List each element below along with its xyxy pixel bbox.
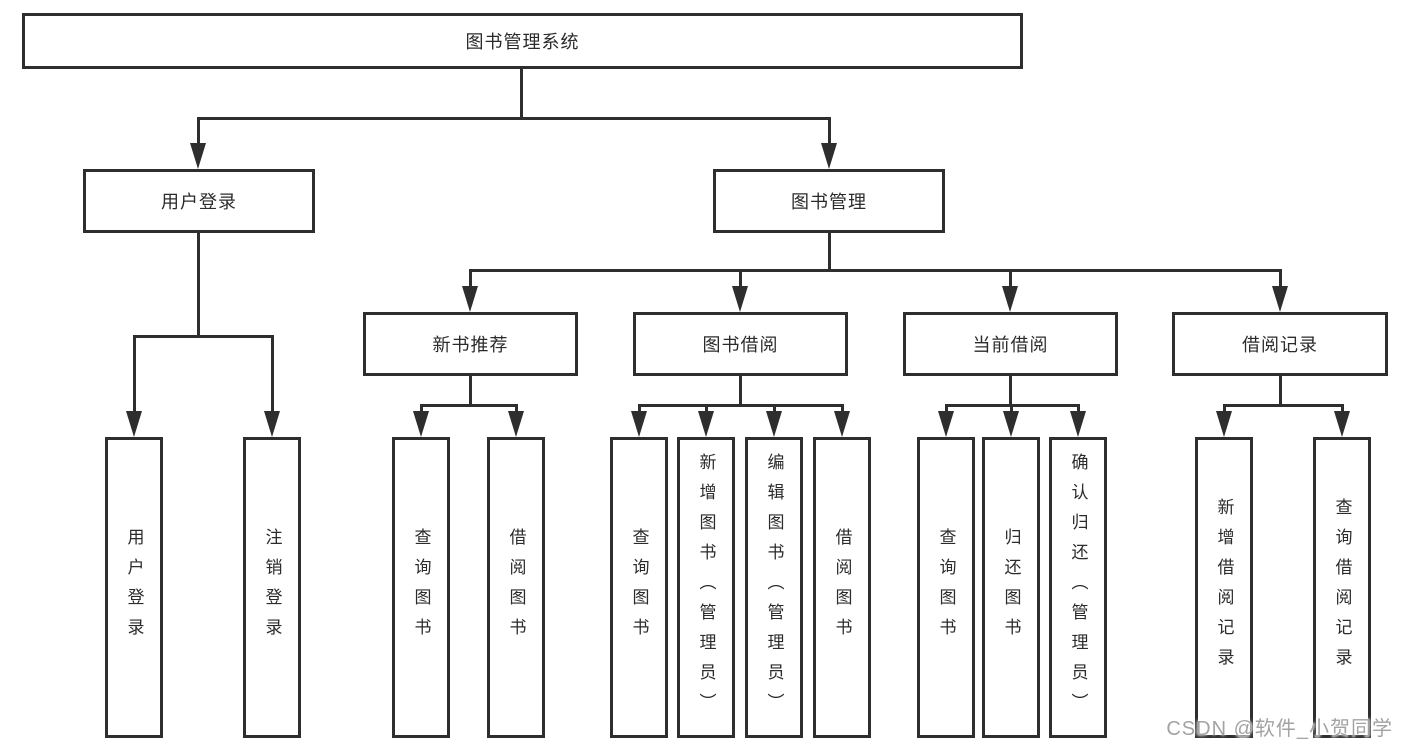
arrow-head-down [126,411,142,437]
leaf-label: 借阅图书 [832,527,852,648]
connector-bus [468,268,1282,272]
connector-stem [827,231,831,272]
arrow-head-down [190,143,206,169]
leaf-add-borrow-record: 新增借阅记录 [1195,437,1253,738]
arrow-head-down [821,143,837,169]
arrow-head-down [1003,411,1019,437]
leaf-label: 注销登录 [262,527,282,648]
leaf-label: 编辑图书（管理员） [764,452,784,723]
connector-drop [468,270,472,294]
node-book-management: 图书管理 [713,169,945,233]
connector-drop [132,336,136,419]
leaf-borrow-query-books: 查询图书 [610,437,668,738]
watermark: CSDN @软件_小贺同学 [1166,718,1393,740]
arrow-head-down [413,411,429,437]
arrow-head-down [508,411,524,437]
connector-bus [132,334,274,338]
arrow-head-down [1216,411,1232,437]
connector-bus [637,403,844,407]
arrow-head-down [1272,286,1288,312]
connector-drop [1278,270,1282,294]
node-label: 借阅记录 [1242,335,1318,355]
node-book-borrowing: 图书借阅 [633,312,848,376]
node-current-borrowing: 当前借阅 [903,312,1118,376]
leaf-logout: 注销登录 [243,437,301,738]
leaf-recommend-borrow-books: 借阅图书 [487,437,545,738]
node-borrowing-records: 借阅记录 [1172,312,1388,376]
connector-stem [519,66,523,120]
arrow-head-down [698,411,714,437]
connector-drop [827,118,831,151]
node-label: 图书管理 [791,192,867,212]
leaf-add-books-admin: 新增图书（管理员） [677,437,735,738]
arrow-head-down [1070,411,1086,437]
connector-bus [419,403,518,407]
node-label: 图书借阅 [702,335,779,355]
leaf-label: 查询图书 [629,527,649,648]
leaf-user-login: 用户登录 [105,437,163,738]
connector-stem [1278,374,1282,407]
leaf-label: 查询图书 [936,527,956,648]
connector-bus [1222,403,1344,407]
connector-drop [1008,270,1012,294]
connector-drop [270,336,274,419]
connector-stem [196,231,200,338]
leaf-label: 借阅图书 [506,527,526,648]
leaf-label: 用户登录 [124,527,144,648]
leaf-label: 归还图书 [1001,527,1021,648]
arrow-head-down [732,286,748,312]
leaf-borrow-books: 借阅图书 [813,437,871,738]
leaf-confirm-return-admin: 确认归还（管理员） [1049,437,1107,738]
connector-bus [196,116,831,120]
leaf-label: 新增借阅记录 [1214,497,1234,678]
leaf-label: 查询借阅记录 [1332,497,1352,678]
connector-drop [196,118,200,151]
arrow-head-down [462,286,478,312]
leaf-label: 新增图书（管理员） [696,452,716,723]
leaf-edit-books-admin: 编辑图书（管理员） [745,437,803,738]
connector-stem [738,374,742,407]
node-user-login: 用户登录 [83,169,315,233]
node-label: 用户登录 [161,192,237,212]
node-label: 新书推荐 [432,335,509,355]
arrow-head-down [766,411,782,437]
leaf-current-query-books: 查询图书 [917,437,975,738]
arrow-head-down [938,411,954,437]
node-new-book-recommendation: 新书推荐 [363,312,578,376]
arrow-head-down [264,411,280,437]
connector-drop [738,270,742,294]
leaf-query-borrow-record: 查询借阅记录 [1313,437,1371,738]
arrow-head-down [1002,286,1018,312]
leaf-label: 查询图书 [411,527,431,648]
arrow-head-down [834,411,850,437]
leaf-label: 确认归还（管理员） [1068,452,1088,723]
leaf-recommend-query-books: 查询图书 [392,437,450,738]
arrow-head-down [631,411,647,437]
node-library-management-system: 图书管理系统 [22,13,1023,69]
node-label: 当前借阅 [972,335,1049,355]
leaf-return-books: 归还图书 [982,437,1040,738]
connector-stem [468,374,472,407]
node-label: 图书管理系统 [465,32,580,52]
connector-stem [1008,374,1012,407]
arrow-head-down [1334,411,1350,437]
